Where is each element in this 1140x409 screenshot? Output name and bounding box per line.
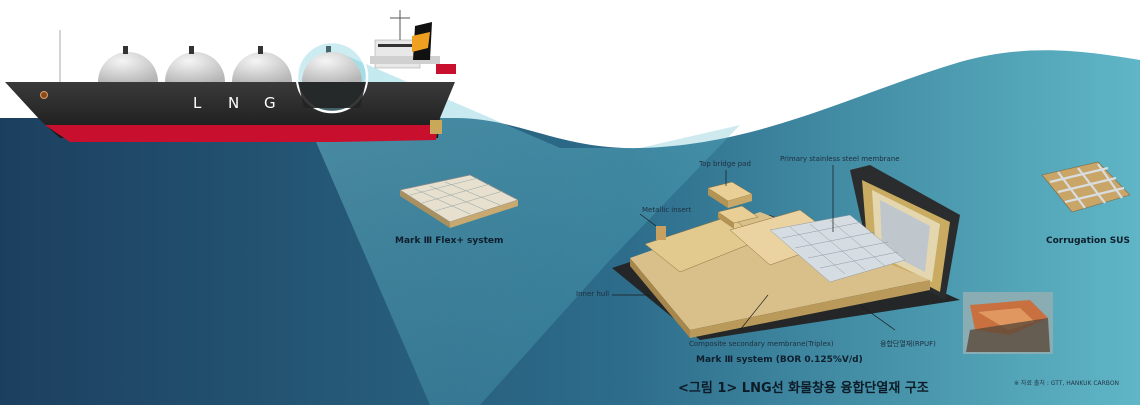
label-rpuf: 융합단열재(RPUF) bbox=[880, 340, 936, 348]
zoom-beam bbox=[300, 55, 740, 405]
mark3-cutaway bbox=[612, 165, 960, 340]
label-mark3-system: Mark Ⅲ system (BOR 0.125%V/d) bbox=[696, 355, 863, 365]
label-top-bridge-pad: Top bridge pad bbox=[699, 160, 751, 168]
hull-text-g: G bbox=[264, 94, 276, 112]
ship-hull-red-band bbox=[45, 125, 438, 142]
leader-lines bbox=[612, 165, 896, 331]
tank-dome-2 bbox=[165, 52, 225, 82]
tank-dome-1 bbox=[98, 52, 158, 82]
tank-dome-3 bbox=[232, 52, 292, 82]
label-composite-membrane: Composite secondary membrane(Triplex) bbox=[689, 340, 834, 348]
label-corrugation-sus: Corrugation SUS bbox=[1046, 236, 1130, 246]
magnifier bbox=[295, 40, 369, 114]
mark3-flex-panel bbox=[399, 174, 519, 228]
label-mark3-flex: Mark Ⅲ Flex+ system bbox=[395, 236, 504, 246]
lng-ship bbox=[5, 10, 456, 142]
label-primary-membrane: Primary stainless steel membrane bbox=[780, 155, 900, 163]
hull-text-l: L bbox=[193, 94, 202, 112]
source-credit: ※ 자료 출처 : GTT, HANKUK CARBON bbox=[1014, 380, 1120, 387]
label-metallic-insert: Metallic insert bbox=[642, 206, 692, 214]
ship-emblem bbox=[40, 91, 48, 99]
rpuf-photo bbox=[963, 292, 1053, 354]
hull-text-n: N bbox=[228, 94, 240, 112]
figure-caption: <그림 1> LNG선 화물창용 융합단열재 구조 bbox=[678, 381, 929, 396]
label-inner-hull: Inner hull bbox=[576, 290, 610, 298]
corrugation-sus bbox=[1041, 161, 1131, 213]
